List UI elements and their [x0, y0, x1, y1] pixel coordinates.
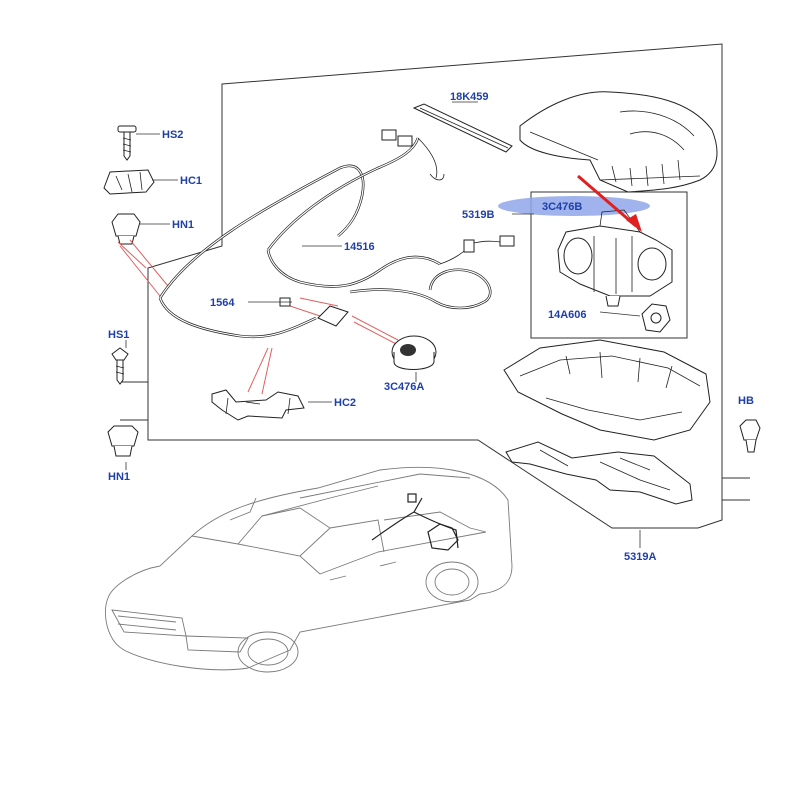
label-3c476a: 3C476A: [384, 381, 424, 393]
label-hs2: HS2: [162, 129, 183, 141]
compressor-cover-icon: [519, 91, 718, 193]
label-5319a: 5319A: [624, 551, 656, 563]
compressor-inset-box: [530, 191, 688, 339]
label-18k459: 18K459: [450, 91, 489, 103]
label-14a606: 14A606: [548, 309, 587, 321]
label-leader-lines: [125, 101, 641, 548]
left-bracket-line: [120, 381, 149, 440]
nut-hn1-bottom-icon: [107, 425, 139, 457]
vehicle-harness-detail: [371, 493, 459, 551]
bracket-5319a-icon: [505, 441, 693, 505]
dryer-3c476a-icon: [391, 335, 437, 370]
label-hc1: HC1: [180, 175, 202, 187]
main-frame-outline: [147, 43, 723, 529]
label-hc2: HC2: [334, 397, 356, 409]
label-3c476b: 3C476B: [542, 201, 582, 213]
label-1564: 1564: [210, 297, 235, 309]
nut-hn1-top-icon: [111, 213, 141, 245]
right-bracket-line: [722, 477, 750, 501]
red-arrow-icon: [577, 174, 642, 232]
label-hn1-bottom: HN1: [108, 471, 130, 483]
label-hs1: HS1: [108, 329, 129, 341]
seal-strip-18k459-icon: [412, 103, 513, 153]
compressor-3c476b-icon: [557, 209, 673, 307]
bracket-hc2-icon: [211, 389, 305, 421]
tray-5319b-icon: [503, 339, 711, 441]
label-hb-partial: HB: [738, 395, 754, 407]
screw-hs2-icon: [117, 125, 137, 161]
label-5319b: 5319B: [462, 209, 494, 221]
label-14516: 14516: [344, 241, 375, 253]
filter-inline-icon: [317, 305, 349, 327]
red-leader-lines: [117, 239, 405, 395]
fastener-hb-partial-icon: [739, 419, 761, 453]
mount-14a606-icon: [641, 303, 671, 333]
screw-hs1-icon: [111, 347, 129, 385]
air-hose-harness: [158, 129, 515, 339]
label-hn1-top: HN1: [172, 219, 194, 231]
vehicle-outline: [105, 466, 513, 673]
clip-hc1-icon: [103, 169, 155, 195]
